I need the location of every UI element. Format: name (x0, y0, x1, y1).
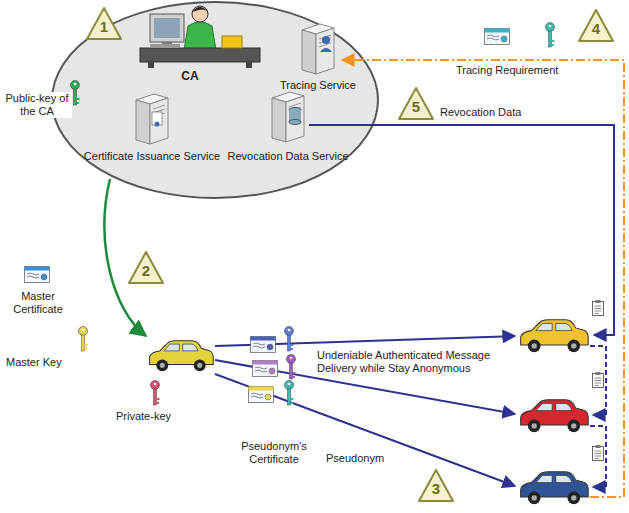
key-label: Master Key (6, 356, 62, 369)
vehicles (150, 320, 589, 504)
key-label: Pseudonym (326, 452, 384, 465)
callout-number: 1 (100, 19, 108, 35)
service-name: Tracing Service (280, 79, 356, 92)
ca-region: CA Tracing ServiceCertificate Issuance Se… (50, 0, 380, 200)
ca-operator (140, 6, 260, 68)
ca-ellipse (50, 0, 380, 200)
callout-number: 3 (432, 481, 440, 497)
region-title: CA (175, 70, 205, 83)
key-label: Private-key (116, 410, 171, 423)
revocation-line (309, 125, 614, 487)
callout-number: 5 (412, 99, 420, 115)
revocation-list-icons (593, 300, 604, 461)
key-icons (71, 23, 555, 406)
service-name: Certificate Issuance Service (84, 150, 220, 163)
issuance-arrow (105, 179, 146, 336)
flow-label: Revocation Data (440, 106, 521, 119)
callout-number: 2 (142, 263, 150, 279)
certificate-label: Pseudonym's Certificate (232, 440, 316, 466)
certificate-icons (25, 29, 510, 403)
key-label: Public-key of the CA (2, 92, 72, 118)
callout-number: 4 (592, 21, 600, 37)
message-arrows (215, 336, 515, 486)
service-name: Revocation Data Service (227, 150, 348, 163)
callout-triangles (87, 8, 613, 501)
service-label: Revocation Data Service (224, 149, 351, 164)
flow-label: Undeniable Authenticated Message Deliver… (316, 349, 516, 375)
service-label: Certificate Issuance Service (81, 149, 223, 164)
service-label: Tracing Service (277, 78, 359, 93)
flow-label: Tracing Requirement (456, 64, 558, 77)
certificate-label: Master Certificate (4, 290, 72, 316)
ca-ellipse-outline (52, 2, 378, 198)
